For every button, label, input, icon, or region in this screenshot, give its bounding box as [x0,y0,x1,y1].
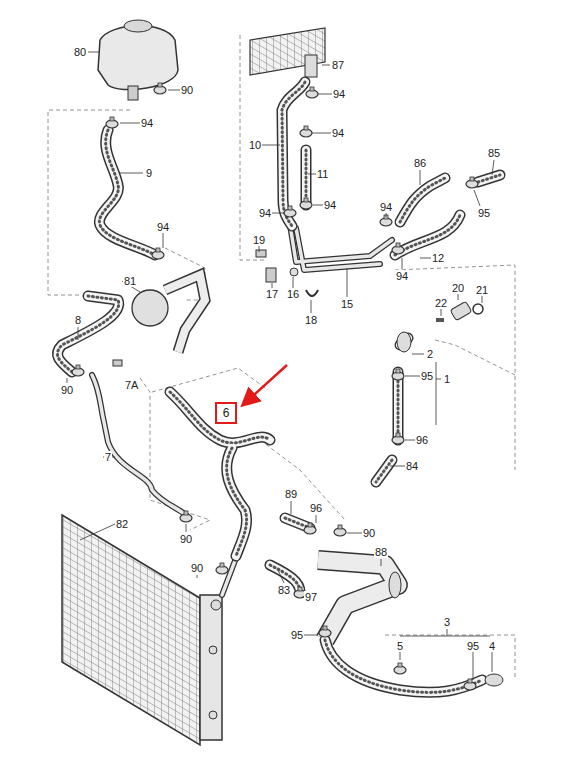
callout-number: 94 [379,201,393,213]
callout-number: 3 [443,616,451,628]
callout-number: 7 [104,451,112,463]
callout-number: 22 [434,297,448,309]
callout-number: 81 [123,275,137,287]
callout-number: 9 [145,167,153,179]
callout-number: 90 [190,562,204,574]
callout-number: 95 [477,207,491,219]
callout-number: 90 [60,384,74,396]
callout-number: 18 [304,314,318,326]
callout-number: 11 [316,168,329,180]
callout-number: 2 [426,348,434,360]
callout-number: 97 [304,591,318,603]
callout-number: 15 [340,298,354,310]
callout-number: 8 [74,314,82,326]
callout-number: 19 [252,234,266,246]
callout-number: 7A [124,379,139,391]
callout-number: 90 [180,84,194,96]
callout-number: 96 [415,434,429,446]
callout-number: 17 [265,288,279,300]
callout-number: 84 [405,460,419,472]
callout-number: 4 [488,640,496,652]
callout-number: 83 [277,584,291,596]
callout-number: 85 [487,147,501,159]
callout-number: 87 [331,59,345,71]
callout-number: 20 [451,282,465,294]
callout-number: 94 [156,221,170,233]
callout-number: 82 [115,518,129,530]
callout-number: 94 [323,199,337,211]
callout-number: 90 [362,527,376,539]
callout-number: 10 [248,139,262,151]
callout-number: 12 [431,252,445,264]
callout-number: 94 [331,127,345,139]
callout-number: 89 [284,488,298,500]
callout-number: 94 [140,117,154,129]
highlight-box: 6 [215,402,237,424]
callout-number: 88 [374,546,388,558]
callout-number: 86 [413,157,427,169]
callout-number: 94 [395,270,409,282]
callout-number: 95 [420,370,434,382]
callout-number: 21 [475,284,489,296]
callout-number: 94 [258,207,272,219]
callout-number: 6 [223,406,230,420]
callout-number: 94 [332,88,346,100]
callout-number: 80 [73,46,87,58]
callout-number: 1 [443,373,451,385]
callout-number: 90 [179,533,193,545]
callout-number: 5 [396,640,404,652]
callout-number: 16 [286,288,300,300]
callout-number: 95 [290,629,304,641]
callout-number: 95 [466,640,480,652]
callout-number: 96 [309,502,323,514]
